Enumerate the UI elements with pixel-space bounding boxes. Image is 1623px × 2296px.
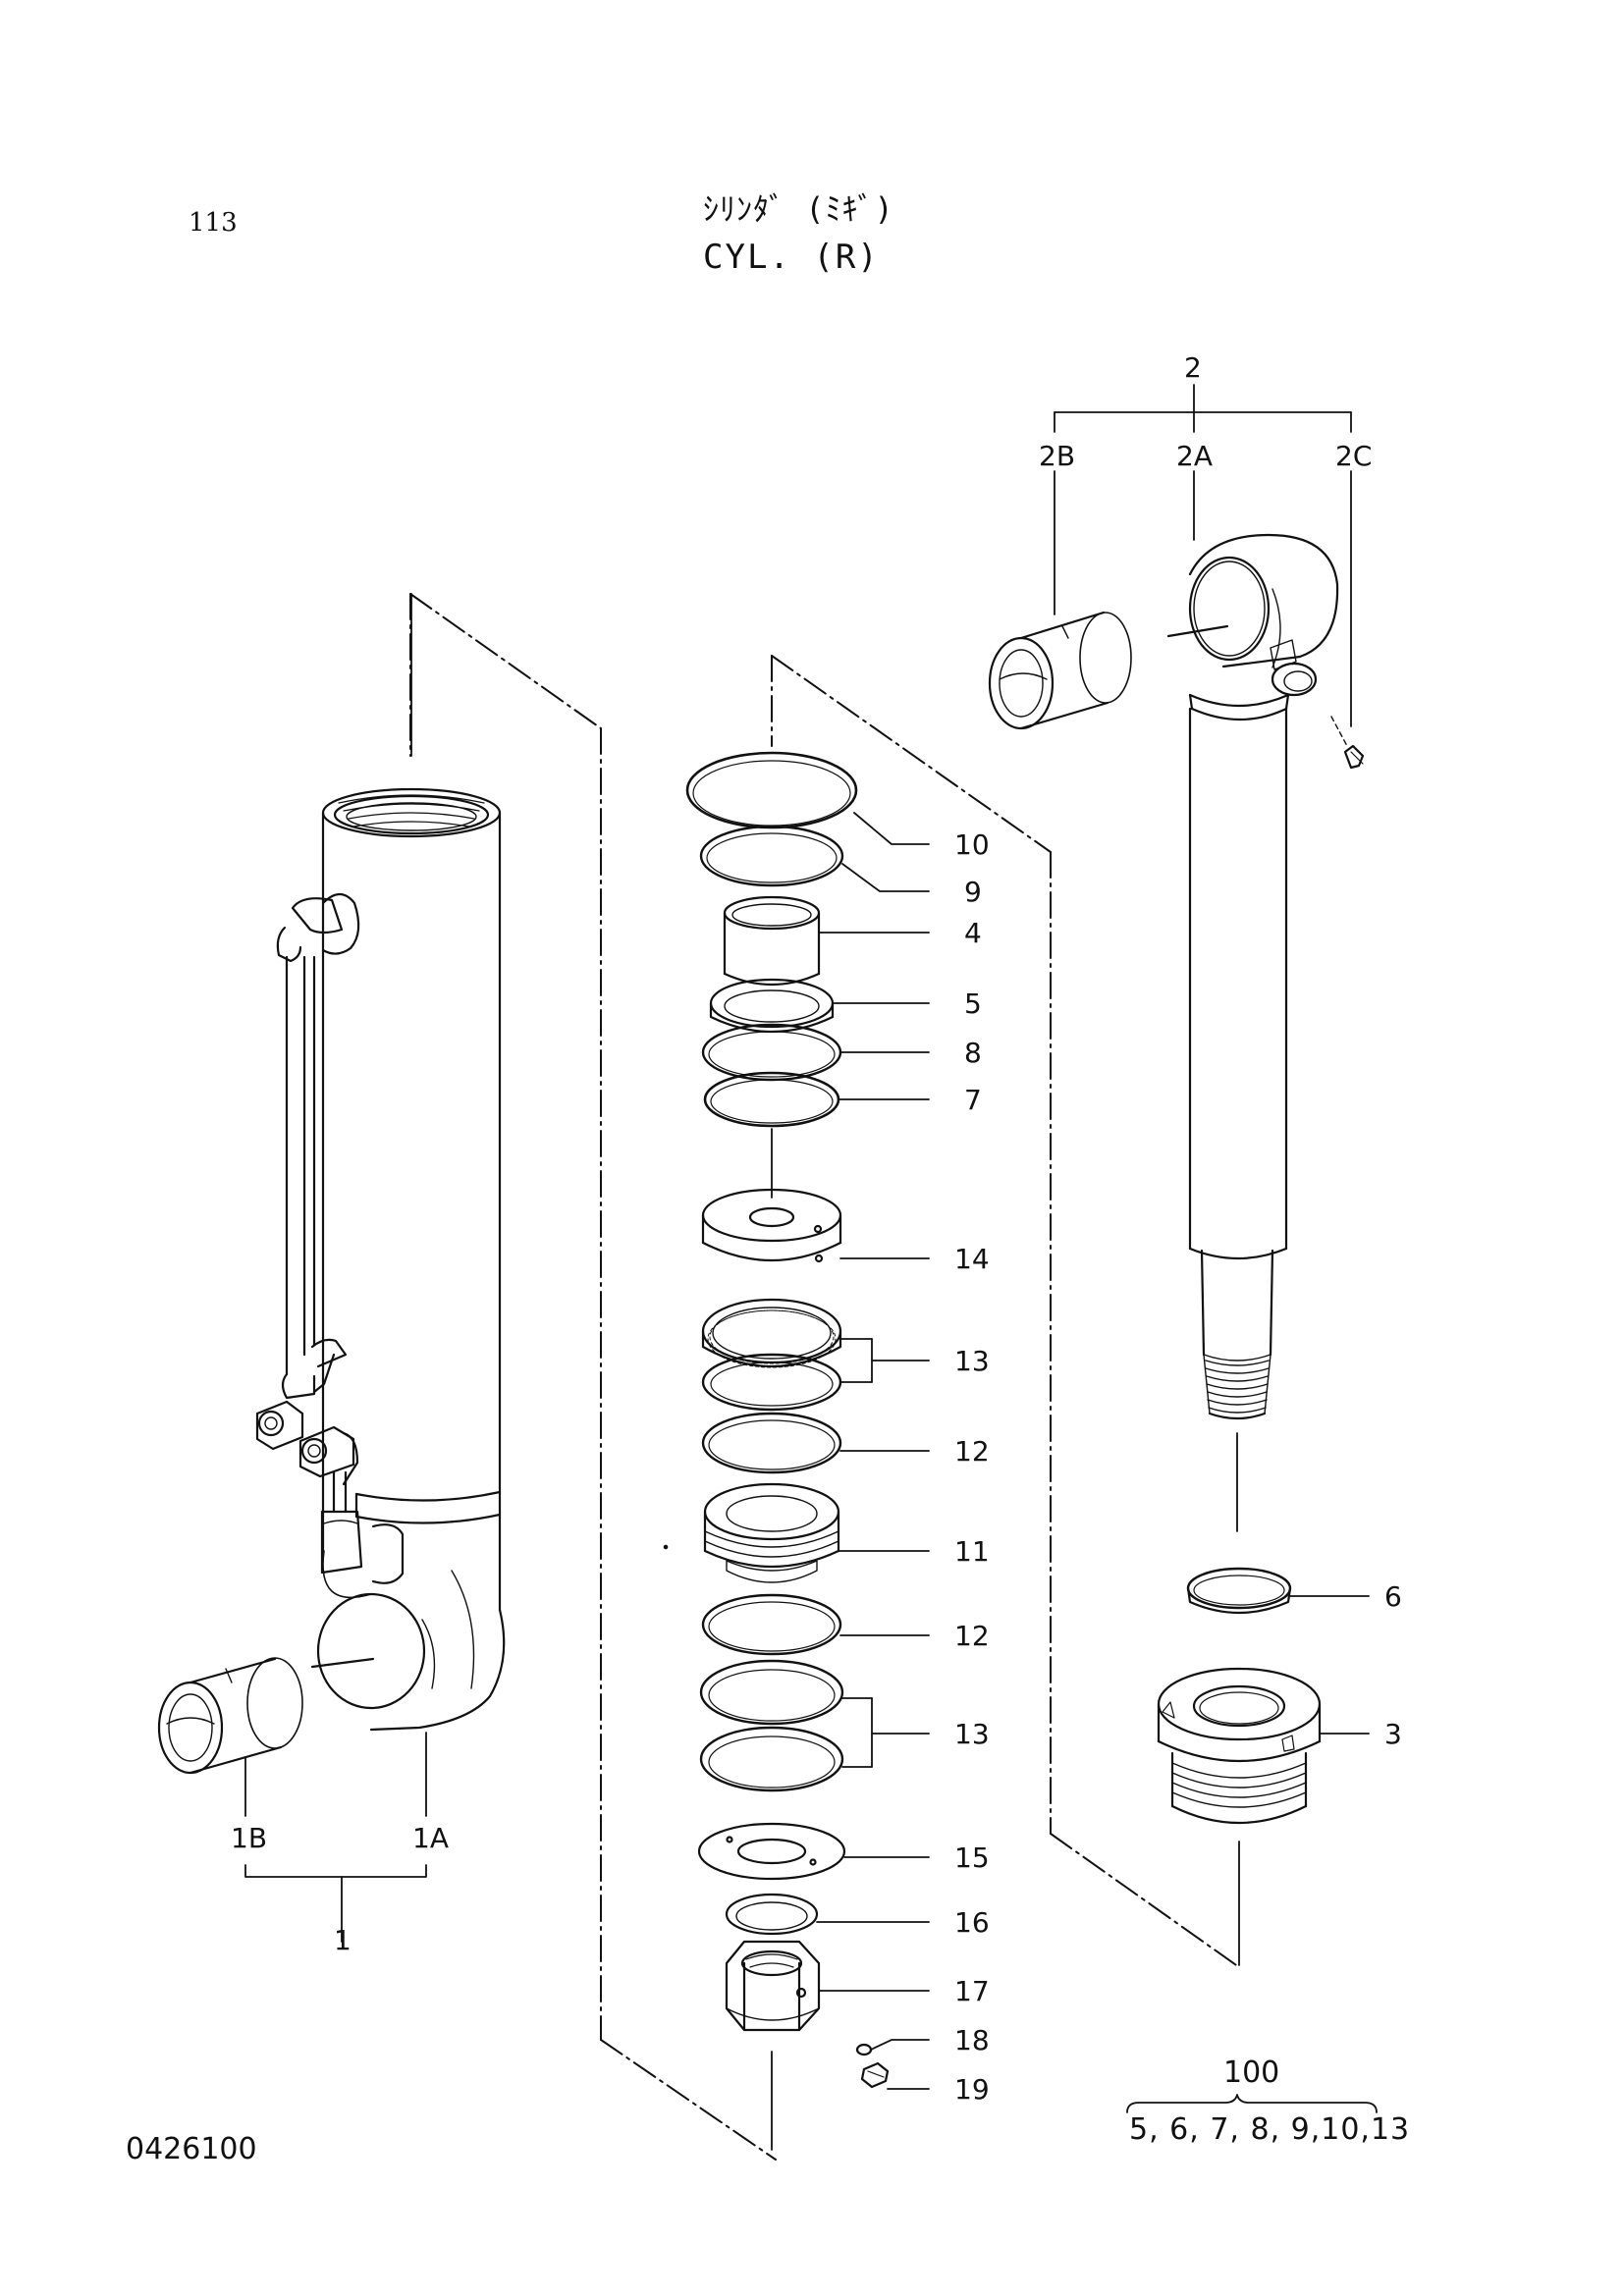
- seal-kit-contents: 5, 6, 7, 8, 9,10,13: [1129, 2112, 1411, 2147]
- callout-13-upper: 13: [954, 1345, 990, 1377]
- rod-cover-3: [1159, 1669, 1320, 1965]
- callout-1a: 1A: [412, 1822, 449, 1854]
- callout-12-upper: 12: [954, 1435, 990, 1468]
- cylinder-tube: [257, 594, 504, 1730]
- title-japanese: ｼﾘﾝﾀﾞ (ﾐｷﾞ): [703, 190, 894, 228]
- callout-1b: 1B: [231, 1822, 268, 1854]
- callout-17: 17: [954, 1975, 990, 2007]
- kit-brace: [1127, 2095, 1377, 2112]
- bushing-1b: [159, 1658, 302, 1773]
- drawing-number: 0426100: [126, 2132, 257, 2166]
- grease-fitting-2c: [1331, 717, 1363, 768]
- title-english: CYL. (R): [703, 238, 880, 277]
- callout-13-lower: 13: [954, 1718, 990, 1750]
- callout-leaders: [817, 813, 1369, 2089]
- seal-kit-number: 100: [1223, 2056, 1280, 2090]
- projection-lines: [410, 594, 1239, 2160]
- callout-2a: 2A: [1176, 440, 1213, 472]
- callout-8: 8: [964, 1037, 982, 1069]
- callout-15: 15: [954, 1842, 990, 1874]
- bushing-2b: [990, 613, 1131, 728]
- callout-1-bracket: [245, 1733, 426, 1942]
- callout-11: 11: [954, 1535, 990, 1568]
- callout-2: 2: [1184, 351, 1202, 384]
- callout-19: 19: [954, 2073, 990, 2106]
- callout-1: 1: [334, 1924, 352, 1956]
- callout-9: 9: [964, 876, 982, 908]
- ring-6: [1188, 1569, 1290, 1613]
- callout-12-lower: 12: [954, 1620, 990, 1652]
- callout-3: 3: [1384, 1718, 1402, 1750]
- piston-rod: [1168, 535, 1337, 1531]
- callout-6: 6: [1384, 1580, 1402, 1613]
- callout-2-bracket: [1055, 385, 1351, 726]
- callout-2c: 2C: [1335, 440, 1373, 472]
- callout-5: 5: [964, 988, 982, 1020]
- callout-16: 16: [954, 1906, 990, 1939]
- callout-4: 4: [964, 917, 982, 949]
- callout-2b: 2B: [1039, 440, 1076, 472]
- callout-18: 18: [954, 2024, 990, 2056]
- callout-14: 14: [954, 1243, 990, 1275]
- callout-7: 7: [964, 1084, 982, 1116]
- page-number: 113: [189, 208, 238, 238]
- callout-10: 10: [954, 828, 990, 861]
